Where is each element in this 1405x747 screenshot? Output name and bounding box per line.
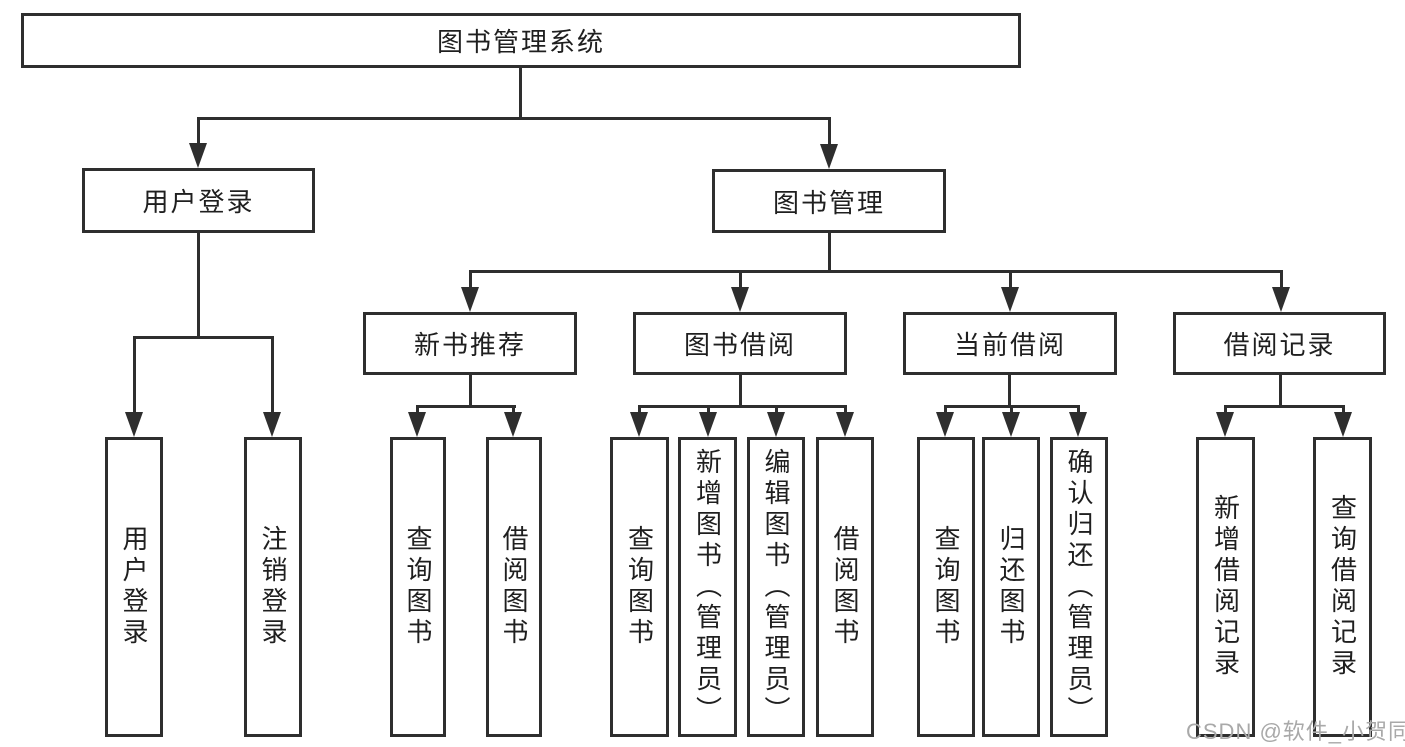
connector-line [469, 272, 472, 288]
node-current-borrow: 当前借阅 [903, 312, 1117, 375]
node-book-management: 图书管理 [712, 169, 946, 233]
connector-line [775, 407, 778, 413]
connector-line [828, 119, 831, 145]
arrow-down-icon [408, 412, 426, 437]
connector-line [1010, 407, 1013, 413]
connector-line [1279, 375, 1282, 408]
connector-line [1224, 407, 1227, 413]
arrow-down-icon [630, 412, 648, 437]
arrow-down-icon [731, 287, 749, 312]
connector-line [739, 375, 742, 408]
leaf-add-borrow-record: 新增借阅记录 [1196, 437, 1255, 737]
leaf-label: 查询借阅记录 [1327, 494, 1358, 680]
leaf-label: 新增图书（管理员） [692, 447, 723, 727]
arrow-down-icon [820, 144, 838, 169]
connector-line [133, 338, 136, 412]
leaf-label: 确认归还（管理员） [1064, 447, 1094, 727]
arrow-down-icon [1002, 412, 1020, 437]
connector-line [197, 119, 200, 145]
arrow-down-icon [1001, 287, 1019, 312]
leaf-edit-books-admin: 编辑图书（管理员） [747, 437, 805, 737]
arrow-down-icon [836, 412, 854, 437]
leaf-label: 查询图书 [624, 525, 655, 649]
leaf-borrow-books: 借阅图书 [816, 437, 874, 737]
connector-line [469, 270, 1283, 273]
leaf-add-books-admin: 新增图书（管理员） [678, 437, 737, 737]
arrow-down-icon [1216, 412, 1234, 437]
connector-line [1009, 272, 1012, 288]
connector-line [1342, 407, 1345, 413]
arrow-down-icon [1272, 287, 1290, 312]
connector-line [944, 407, 947, 413]
arrow-down-icon [461, 287, 479, 312]
node-label: 借阅记录 [1223, 330, 1336, 360]
node-label: 用户登录 [142, 187, 255, 217]
node-borrow-record: 借阅记录 [1173, 312, 1386, 375]
arrow-down-icon [767, 412, 785, 437]
arrow-down-icon [125, 412, 143, 437]
connector-line [1224, 405, 1345, 408]
arrow-down-icon [504, 412, 522, 437]
leaf-query-borrow-record: 查询借阅记录 [1313, 437, 1372, 737]
node-label: 图书管理 [772, 187, 885, 218]
connector-line [512, 407, 515, 413]
leaf-label: 用户登录 [119, 525, 149, 649]
leaf-label: 查询图书 [403, 525, 433, 649]
connector-line [133, 336, 274, 339]
leaf-user-login: 用户登录 [105, 437, 163, 737]
leaf-label: 归还图书 [996, 525, 1026, 649]
connector-line [739, 272, 742, 288]
leaf-label: 借阅图书 [830, 525, 860, 649]
arrow-down-icon [1334, 412, 1352, 437]
connector-line [707, 407, 710, 413]
leaf-label: 查询图书 [931, 525, 961, 649]
connector-line [844, 407, 847, 413]
leaf-label: 借阅图书 [499, 525, 529, 649]
connector-line [416, 405, 516, 408]
node-label: 图书借阅 [683, 330, 796, 360]
arrow-down-icon [263, 412, 281, 437]
connector-line [519, 68, 522, 118]
leaf-logout: 注销登录 [244, 437, 302, 737]
connector-line [1280, 272, 1283, 288]
connector-line [469, 375, 472, 408]
node-user-login: 用户登录 [82, 168, 315, 233]
csdn-watermark: CSDN @软件_小贺同学 [1186, 719, 1405, 744]
node-label: 新书推荐 [413, 330, 526, 360]
connector-line [271, 338, 274, 412]
leaf-label: 编辑图书（管理员） [761, 447, 791, 727]
connector-line [944, 405, 1080, 408]
leaf-query-books-recommend: 查询图书 [390, 437, 446, 737]
leaf-confirm-return-admin: 确认归还（管理员） [1050, 437, 1108, 737]
leaf-label: 注销登录 [258, 525, 288, 649]
connector-line [197, 233, 200, 338]
arrow-down-icon [936, 412, 954, 437]
leaf-query-books: 查询图书 [610, 437, 669, 737]
node-label: 当前借阅 [953, 330, 1066, 360]
arrow-down-icon [699, 412, 717, 437]
connector-line [1077, 407, 1080, 413]
node-label: 图书管理系统 [436, 27, 605, 57]
node-book-borrow: 图书借阅 [633, 312, 847, 375]
leaf-borrow-books-recommend: 借阅图书 [486, 437, 542, 737]
connector-line [1008, 375, 1011, 408]
connector-line [197, 117, 831, 120]
leaf-return-books: 归还图书 [982, 437, 1040, 737]
connector-line [638, 407, 641, 413]
node-new-book-recommend: 新书推荐 [363, 312, 577, 375]
leaf-label: 新增借阅记录 [1210, 494, 1241, 680]
leaf-query-books-current: 查询图书 [917, 437, 975, 737]
connector-line [828, 232, 831, 273]
connector-line [638, 405, 847, 408]
arrow-down-icon [1069, 412, 1087, 437]
connector-line [416, 407, 419, 413]
arrow-down-icon [189, 143, 207, 168]
node-library-management-system: 图书管理系统 [21, 13, 1021, 68]
